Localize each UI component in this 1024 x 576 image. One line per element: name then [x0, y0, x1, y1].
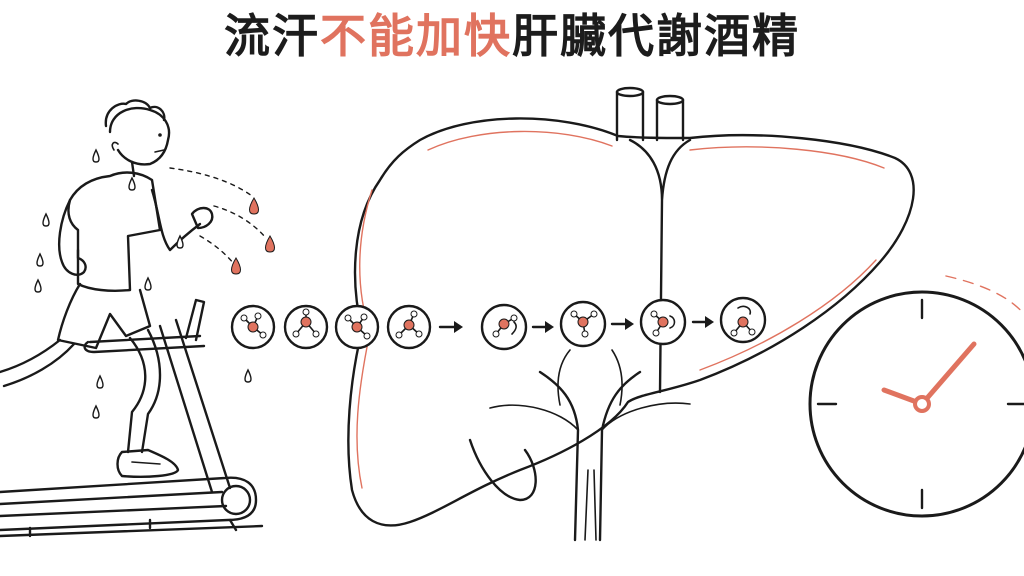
molecule-6: [559, 300, 607, 348]
liver-outline: [347, 117, 915, 527]
liver-lobe-division: [628, 138, 692, 394]
molecule-7: [639, 298, 687, 346]
liver-top-vessels: [615, 86, 685, 142]
sweat-drops: [34, 148, 275, 419]
headline-part-cannot-speed-up: 不能加快: [320, 9, 512, 63]
treadmill: [0, 298, 264, 538]
liver-portal-vessels: [489, 349, 691, 542]
arrow-icon: [610, 318, 634, 330]
molecule-3: [334, 304, 380, 350]
molecule-1: [230, 304, 276, 350]
arrow-icon: [438, 321, 463, 333]
headline-part-liver-metabolism: 肝臟代謝酒精: [512, 9, 800, 63]
molecule-2: [283, 304, 329, 350]
clock-minute-hand: [919, 341, 977, 407]
gallbladder: [468, 438, 537, 502]
headline-part-sweating: 流汗: [224, 9, 320, 63]
liver-inner-highlight: [356, 130, 885, 489]
clock-icon: [808, 275, 1024, 518]
headline: 流汗不能加快肝臟代謝酒精: [0, 6, 1024, 66]
molecule-4: [386, 304, 432, 350]
liver-illustration: [347, 86, 915, 542]
molecule-5: [480, 303, 528, 351]
arrow-icon: [691, 316, 714, 328]
runner: [0, 99, 214, 478]
arrow-icon: [531, 321, 554, 333]
molecule-8: [719, 296, 767, 344]
alcohol-molecules: [230, 296, 767, 351]
